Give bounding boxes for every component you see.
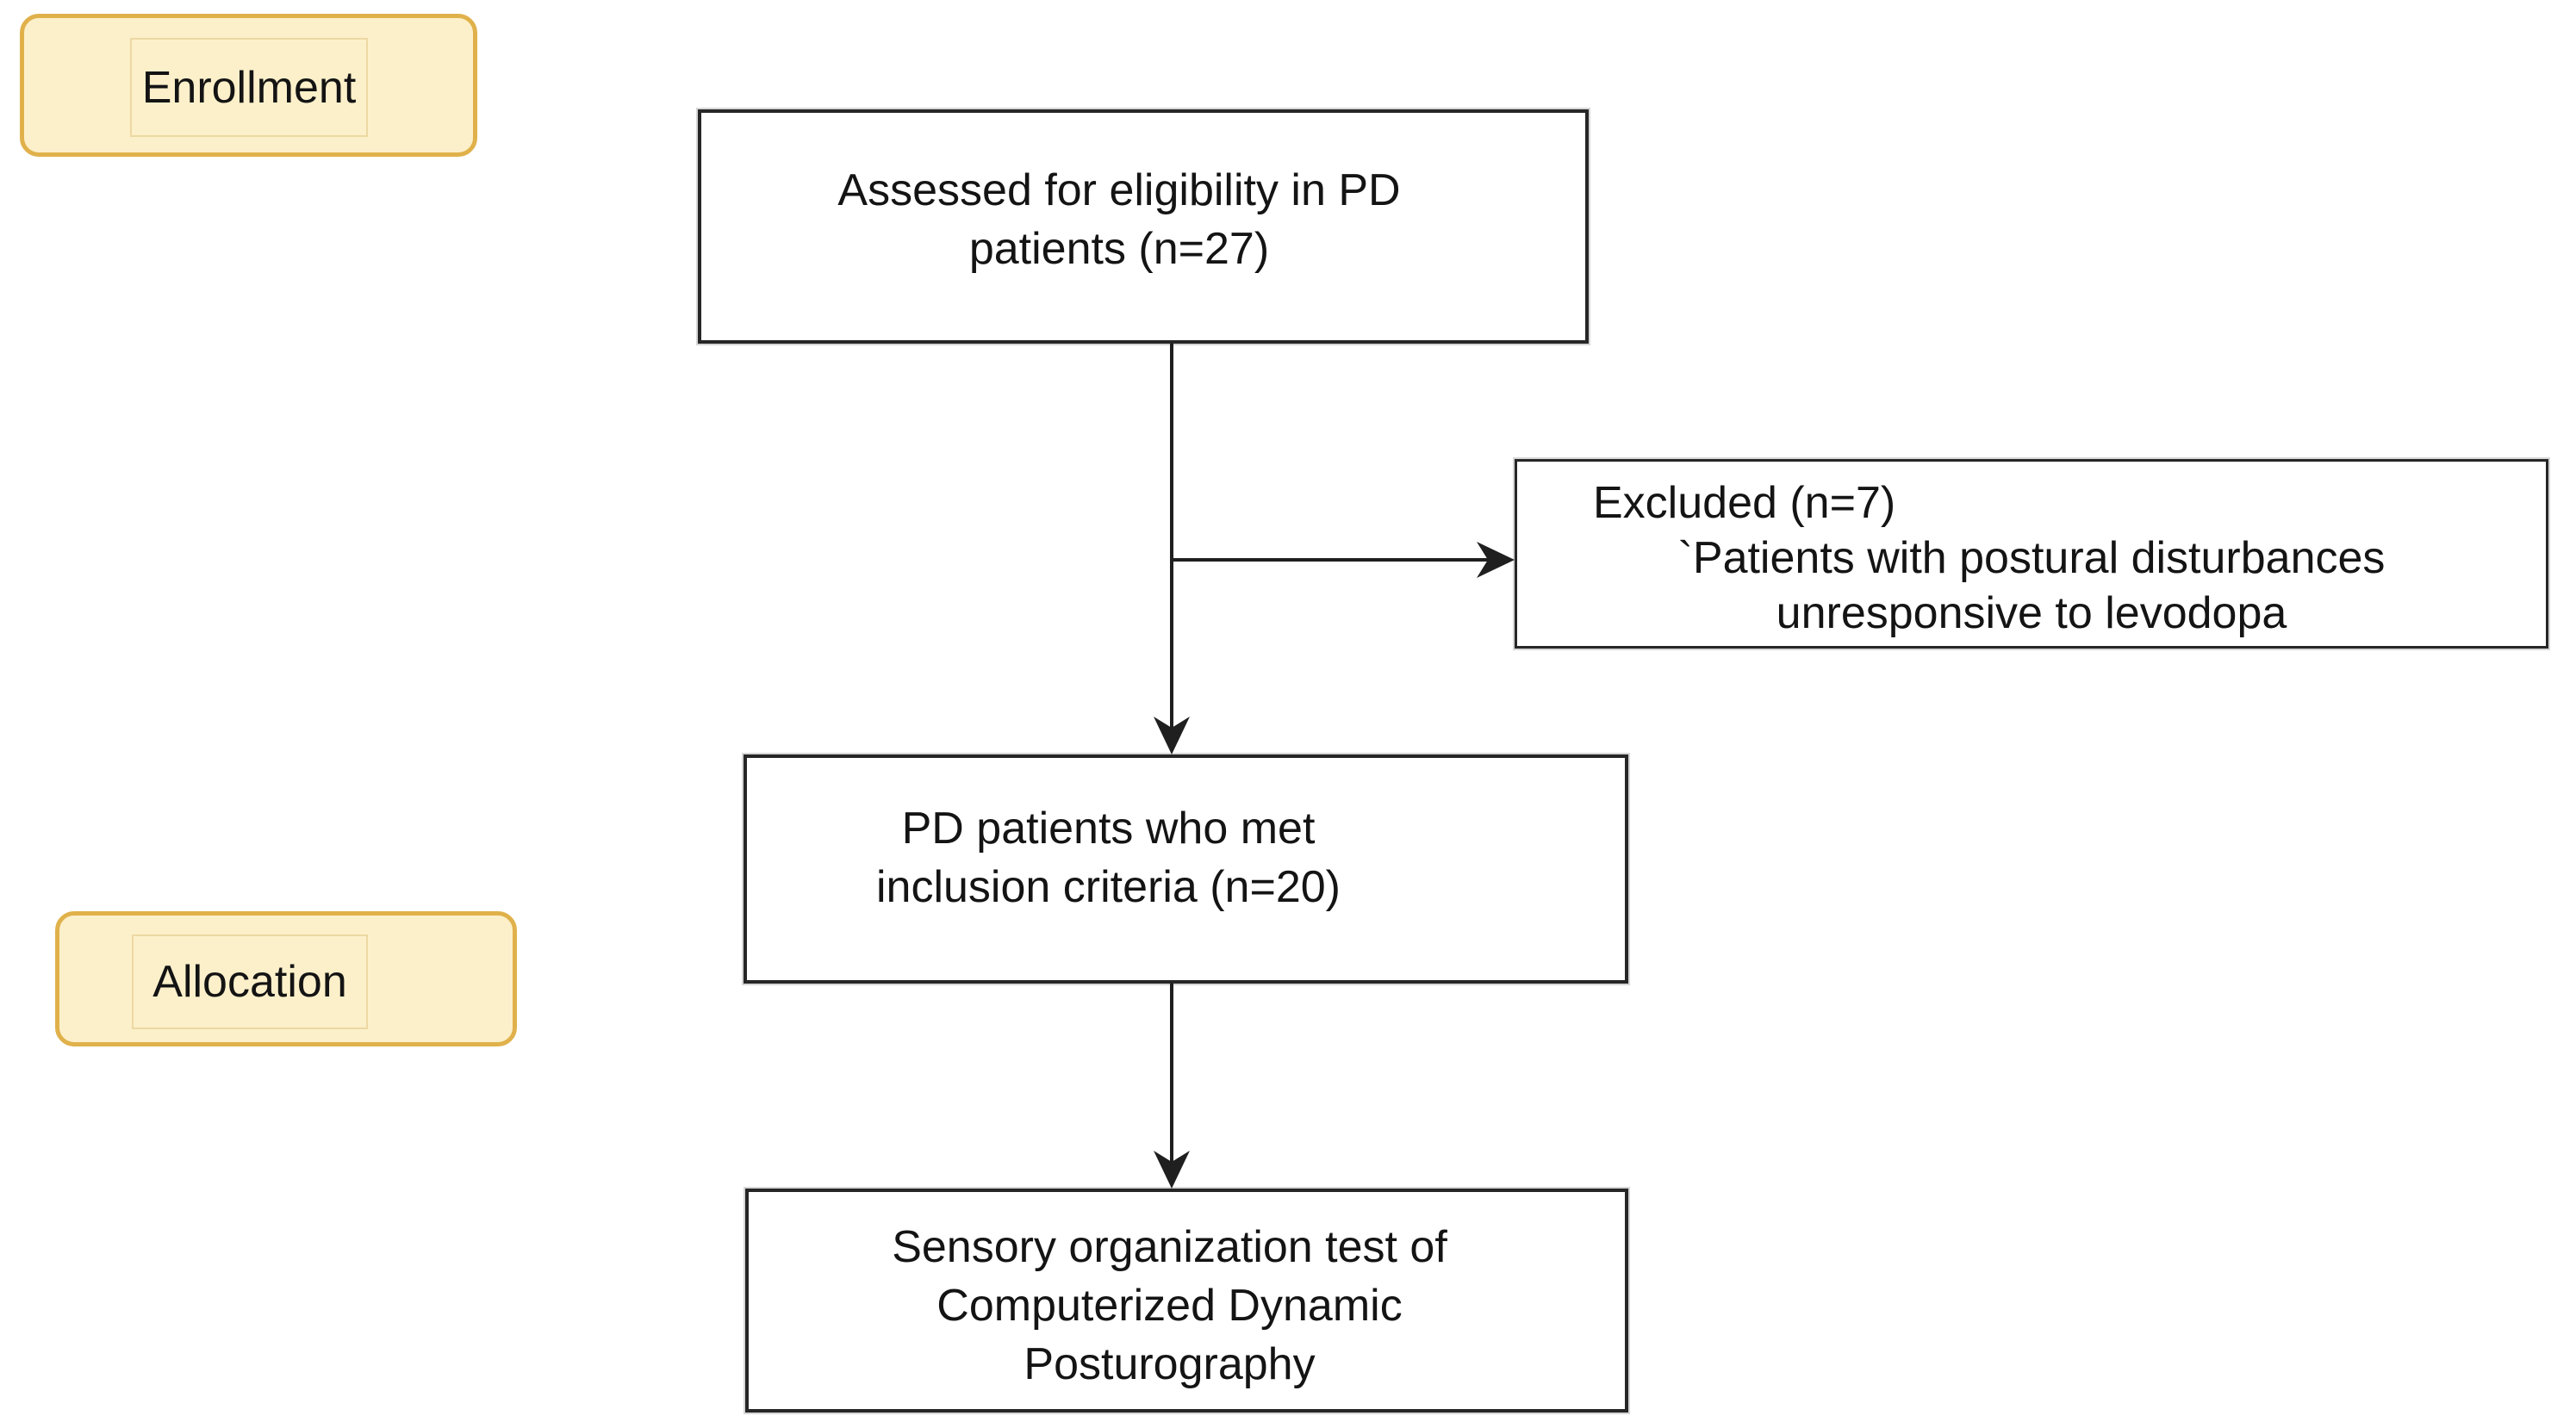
stage-allocation-text: Allocation [152,957,347,1007]
stage-allocation-inner-frame: Allocation [132,934,368,1029]
stage-enrollment-inner-frame: Enrollment [130,38,368,137]
arrowhead-into-included [1154,717,1190,754]
node-assessed-text: Assessed for eligibility in PD patients … [837,161,1400,278]
node-assessed-line1: Assessed for eligibility in PD [837,165,1401,215]
node-excluded-heading: Excluded (n=7) [1593,478,1896,528]
node-assessed-line2: patients (n=27) [968,224,1270,274]
stage-enrollment-text: Enrollment [141,62,357,113]
arrowhead-into-posturography [1154,1151,1190,1189]
node-posturography-line1: Sensory organization test of [892,1222,1447,1272]
node-excluded: Excluded (n=7) `Patients with postural d… [1515,459,2548,649]
node-excluded-line1: `Patients with postural disturbances [1677,533,2386,583]
node-posturography-line2: Computerized Dynamic [936,1281,1403,1331]
node-posturography-line3: Posturography [1024,1339,1316,1389]
node-posturography-test: Sensory organization test of Computerize… [745,1189,1628,1412]
arrowhead-into-excluded [1477,542,1515,578]
node-included-line1: PD patients who met [901,804,1316,854]
node-included-line2: inclusion criteria (n=20) [875,862,1341,912]
node-excluded-line2: unresponsive to levodopa [1776,588,2287,638]
node-posturography-text: Sensory organization test of Computerize… [749,1218,1590,1394]
node-included-patients: PD patients who met inclusion criteria (… [744,754,1628,984]
stage-label-allocation: Allocation [55,911,517,1046]
stage-label-enrollment: Enrollment [20,14,477,157]
node-assessed-for-eligibility: Assessed for eligibility in PD patients … [698,109,1589,344]
node-included-text: PD patients who met inclusion criteria (… [747,799,1470,916]
